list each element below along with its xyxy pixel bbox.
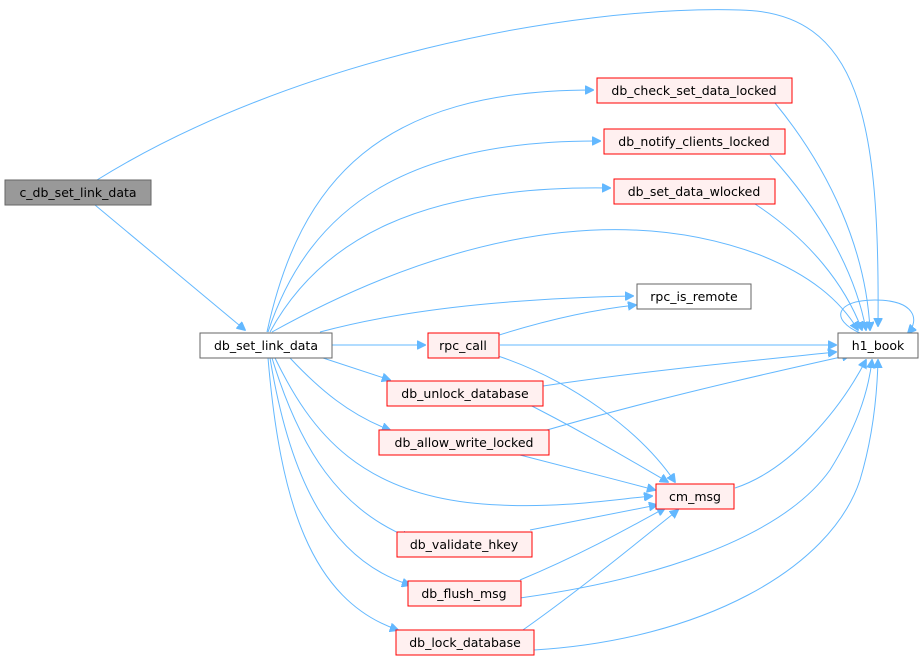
edge-cm-msg-to-h1-book bbox=[734, 360, 866, 489]
node-rpc-is-remote-box bbox=[636, 283, 752, 310]
edge-db-lock-database-to-cm-msg bbox=[519, 510, 678, 633]
edge-rpc-call-to-cm-msg bbox=[497, 355, 675, 482]
edge-c-db-set-link-data-to-h1-book bbox=[96, 9, 878, 326]
edge-db-set-link-data-to-db-allow-write-locked bbox=[289, 357, 390, 430]
node-c-db-set-link-data-box bbox=[4, 179, 152, 206]
edge-db-set-link-data-to-db-lock-database bbox=[267, 357, 398, 630]
node-db-flush-msg[interactable]: db_flush_msg bbox=[407, 580, 522, 607]
node-rpc-call-label: rpc_call bbox=[439, 338, 487, 353]
node-db-unlock-database-label: db_unlock_database bbox=[401, 386, 529, 401]
node-rpc-is-remote-label: rpc_is_remote bbox=[650, 289, 738, 304]
node-db-lock-database-box bbox=[395, 629, 535, 656]
edge-db-unlock-database-to-cm-msg bbox=[519, 399, 668, 482]
edge-db-flush-msg-to-cm-msg bbox=[519, 508, 665, 581]
edge-db-set-link-data-to-cm-msg bbox=[274, 357, 652, 507]
node-db-check-set-data-locked-label: db_check_set_data_locked bbox=[611, 83, 776, 98]
edge-db-allow-write-locked-to-h1-book bbox=[539, 355, 850, 433]
node-db-allow-write-locked-label: db_allow_write_locked bbox=[395, 435, 534, 450]
edge-db-lock-database-to-h1-book bbox=[533, 360, 878, 651]
edge-c-db-set-link-data-to-db-set-link-data bbox=[94, 204, 245, 330]
node-db-validate-hkey-box bbox=[396, 531, 533, 558]
node-db-notify-clients-locked-box bbox=[603, 128, 786, 155]
edge-rpc-call-to-rpc-is-remote bbox=[495, 305, 636, 337]
node-h1-book[interactable]: h1_book bbox=[837, 332, 919, 359]
node-c-db-set-link-data[interactable]: c_db_set_link_data bbox=[4, 179, 152, 206]
node-rpc-call-box bbox=[427, 332, 500, 359]
node-db-flush-msg-label: db_flush_msg bbox=[421, 586, 506, 601]
edge-to-db-notify-clients-locked bbox=[267, 141, 600, 333]
edge-db-check-set-data-locked-to-h1-book bbox=[774, 102, 870, 330]
node-c-db-set-link-data-label: c_db_set_link_data bbox=[19, 185, 136, 200]
node-h1-book-box bbox=[837, 332, 919, 359]
node-rpc-is-remote[interactable]: rpc_is_remote bbox=[636, 283, 752, 310]
node-db-set-link-data-box bbox=[199, 332, 333, 359]
node-db-set-data-wlocked-box bbox=[613, 178, 776, 205]
edge-h1-book-self-loop bbox=[840, 299, 914, 333]
edge-db-set-link-data-to-rpc-is-remote bbox=[319, 296, 633, 333]
node-db-validate-hkey-label: db_validate_hkey bbox=[410, 537, 519, 552]
node-db-flush-msg-box bbox=[407, 580, 522, 607]
node-db-set-link-data[interactable]: db_set_link_data bbox=[199, 332, 333, 359]
node-db-check-set-data-locked[interactable]: db_check_set_data_locked bbox=[596, 77, 793, 104]
node-db-set-data-wlocked[interactable]: db_set_data_wlocked bbox=[613, 178, 776, 205]
node-h1-book-label: h1_book bbox=[852, 338, 905, 353]
edge-db-validate-hkey-to-cm-msg bbox=[529, 505, 657, 531]
edge-db-unlock-database-to-h1-book bbox=[542, 352, 836, 387]
edge-db-set-link-data-to-db-unlock-database bbox=[319, 356, 390, 380]
edge-db-set-link-data-to-db-validate-hkey bbox=[271, 357, 410, 538]
node-cm-msg-box bbox=[655, 483, 735, 510]
node-cm-msg[interactable]: cm_msg bbox=[655, 483, 735, 510]
node-db-lock-database-label: db_lock_database bbox=[409, 635, 521, 650]
node-db-check-set-data-locked-box bbox=[596, 77, 793, 104]
node-db-validate-hkey[interactable]: db_validate_hkey bbox=[396, 531, 533, 558]
edge-db-allow-write-locked-to-cm-msg bbox=[519, 454, 655, 490]
node-db-notify-clients-locked[interactable]: db_notify_clients_locked bbox=[603, 128, 786, 155]
node-db-lock-database[interactable]: db_lock_database bbox=[395, 629, 535, 656]
edge-db-set-link-data-to-h1-book-upper bbox=[271, 229, 858, 333]
node-db-unlock-database[interactable]: db_unlock_database bbox=[386, 380, 544, 407]
edge-db-set-data-wlocked-to-h1-book bbox=[754, 203, 862, 330]
node-db-unlock-database-box bbox=[386, 380, 544, 407]
edge-db-set-link-data-to-db-flush-msg bbox=[269, 357, 410, 585]
node-db-allow-write-locked-box bbox=[378, 429, 550, 456]
edge-to-db-set-data-wlocked bbox=[269, 188, 610, 333]
edge-db-notify-clients-locked-to-h1-book bbox=[769, 154, 866, 330]
node-db-allow-write-locked[interactable]: db_allow_write_locked bbox=[378, 429, 550, 456]
node-db-notify-clients-locked-label: db_notify_clients_locked bbox=[618, 134, 769, 149]
edges bbox=[94, 9, 914, 651]
edge-to-db-check-set-data-locked bbox=[266, 90, 593, 333]
node-rpc-call[interactable]: rpc_call bbox=[427, 332, 500, 359]
node-db-set-data-wlocked-label: db_set_data_wlocked bbox=[628, 184, 761, 199]
node-db-set-link-data-label: db_set_link_data bbox=[214, 338, 318, 353]
edge-db-flush-msg-to-h1-book bbox=[519, 360, 872, 599]
node-cm-msg-label: cm_msg bbox=[669, 489, 721, 504]
